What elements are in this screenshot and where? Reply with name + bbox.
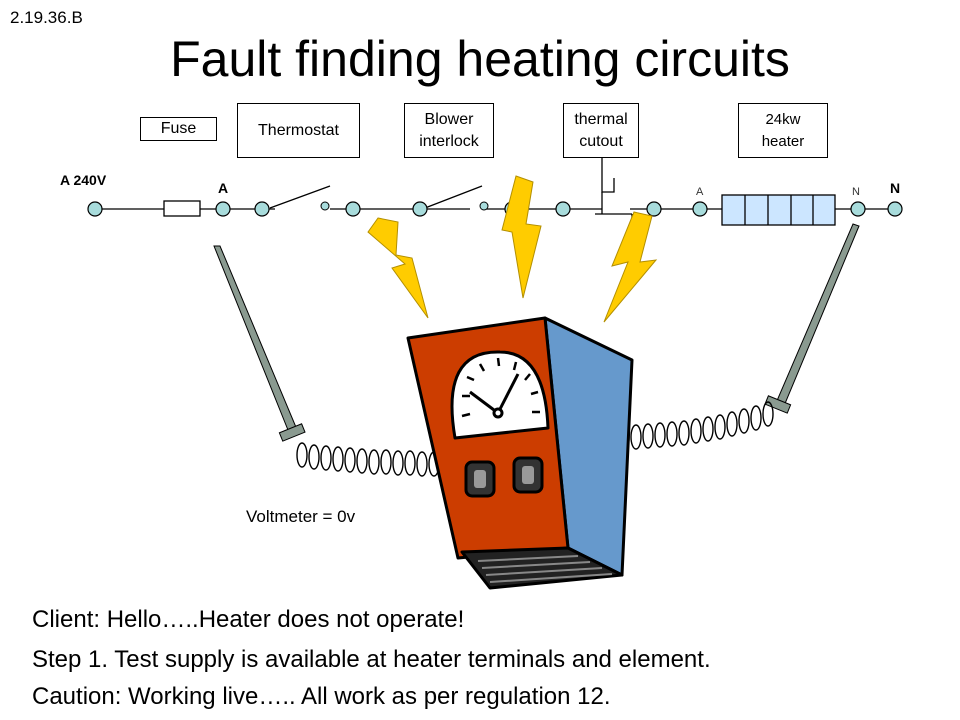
lightning-bolts bbox=[367, 175, 658, 323]
fuse-label: Fuse bbox=[140, 117, 217, 141]
heater-element bbox=[721, 194, 836, 226]
left-coiled-lead bbox=[296, 442, 452, 478]
page-title: Fault finding heating circuits bbox=[170, 31, 790, 87]
voltmeter-base bbox=[460, 546, 624, 590]
right-probe bbox=[764, 223, 860, 414]
heater-terminal-a-label: A bbox=[696, 186, 704, 198]
heater-label: 24kw heater bbox=[738, 103, 828, 158]
lightning-bolt-right bbox=[603, 211, 658, 323]
left-probe bbox=[213, 245, 306, 442]
voltmeter-reading: Voltmeter = 0v bbox=[246, 507, 356, 526]
dial-needle-1 bbox=[469, 390, 499, 415]
note-step-1: Step 1. Test supply is available at heat… bbox=[32, 646, 711, 673]
blower-interlock-contact bbox=[479, 201, 489, 211]
thermal-cutout-label: thermal cutout bbox=[563, 103, 639, 158]
thermal-cutout-symbol bbox=[595, 158, 633, 232]
heater-terminal-n-label: N bbox=[852, 186, 860, 198]
thermostat-switch bbox=[269, 185, 331, 209]
dial-needle-2 bbox=[496, 373, 520, 414]
voltmeter-dial bbox=[450, 350, 550, 440]
supply-label: A 240V bbox=[60, 172, 107, 188]
slide-code: 2.19.36.B bbox=[10, 8, 83, 27]
blower-interlock-label: Blower interlock bbox=[404, 103, 494, 158]
lightning-bolt-left bbox=[367, 217, 429, 319]
lightning-bolt-center bbox=[501, 175, 542, 299]
thermostat-contact bbox=[320, 201, 330, 211]
note-caution: Caution: Working live….. All work as per… bbox=[32, 683, 611, 710]
terminal-a-label: A bbox=[218, 180, 229, 196]
voltmeter-illustration bbox=[406, 316, 634, 590]
terminal-n-label: N bbox=[890, 180, 901, 196]
fuse-symbol bbox=[163, 200, 201, 217]
note-client: Client: Hello…..Heater does not operate! bbox=[32, 606, 465, 633]
dial-ticks bbox=[461, 357, 540, 418]
blower-interlock-switch bbox=[424, 185, 483, 209]
thermostat-label: Thermostat bbox=[237, 103, 360, 158]
